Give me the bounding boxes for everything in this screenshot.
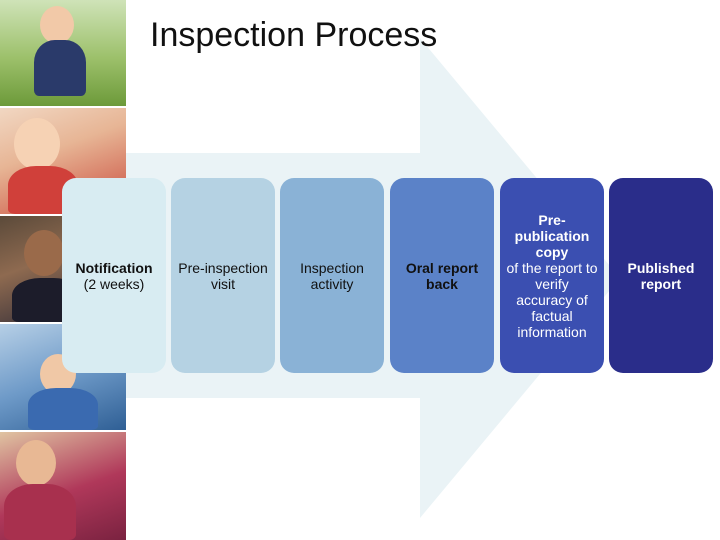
step-detail: (2 weeks)	[83, 275, 145, 292]
step-pre-inspection-visit: Pre-inspection visit	[171, 178, 275, 373]
page-title: Inspection Process	[150, 16, 438, 54]
photo-child-playground	[0, 0, 126, 106]
step-label: Oral report back	[405, 259, 479, 292]
photo-students-computer	[0, 432, 126, 540]
step-label: Published report	[627, 259, 695, 292]
step-notification: Notification(2 weeks)	[62, 178, 166, 373]
step-inspection-activity: Inspection activity	[280, 178, 384, 373]
step-published-report: Published report	[609, 178, 713, 373]
step-oral-report-back: Oral report back	[390, 178, 494, 373]
step-detail: Pre-inspection visit	[178, 259, 268, 292]
step-detail: of the report to verify accuracy of fact…	[506, 259, 598, 340]
step-label: Notification	[75, 259, 153, 276]
step-detail: Inspection activity	[300, 259, 364, 292]
step-label: Pre-publication copy	[514, 211, 590, 260]
